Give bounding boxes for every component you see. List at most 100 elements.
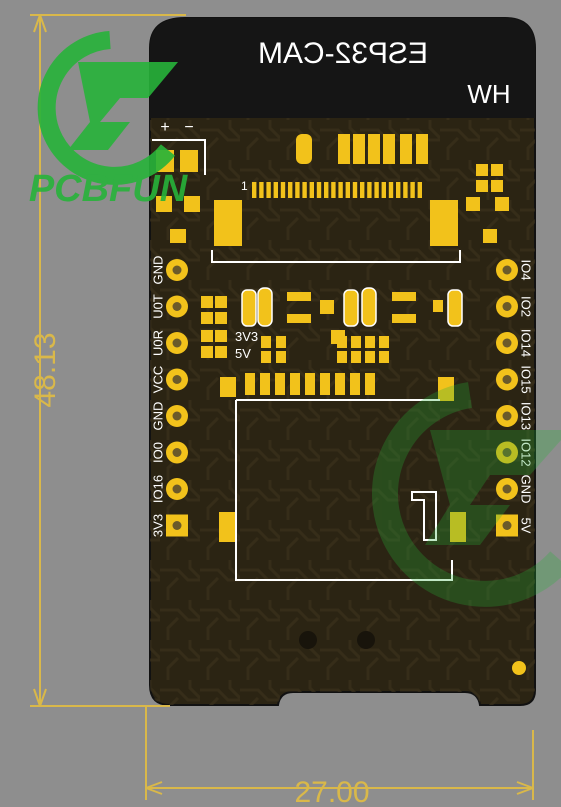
connector-pin	[302, 182, 307, 198]
watermark-logo-large	[372, 382, 561, 607]
silkscreen-outline	[152, 139, 206, 175]
brand-name: PCBFUN	[29, 168, 189, 210]
pad-block-left	[201, 296, 227, 358]
connector-pin	[252, 182, 257, 198]
pad-block-top-right	[476, 164, 503, 192]
connector-pin	[352, 182, 358, 198]
camera-area	[150, 18, 535, 118]
connector-pin	[324, 182, 329, 198]
connector-pin	[388, 182, 394, 198]
left-header-pin-label: U0R	[150, 330, 165, 356]
left-header-pin-label: IO16	[150, 475, 165, 503]
left-header-pin	[166, 478, 188, 500]
right-header-pin-label: IO4	[519, 260, 534, 281]
pad	[184, 196, 200, 212]
right-header-pin-label: IO13	[519, 402, 534, 430]
right-header-pin-label: IO14	[519, 329, 534, 357]
right-header-pin-label: IO15	[519, 365, 534, 393]
right-header-pin-label: GND	[519, 475, 534, 504]
left-header-pin-label: 3V3	[150, 514, 165, 537]
right-header-pin	[496, 332, 518, 354]
right-header-pin	[496, 478, 518, 500]
pad	[495, 197, 509, 211]
sd-pin	[305, 373, 315, 395]
left-header-pin	[166, 405, 188, 427]
dimension-width-label: 27.00	[294, 776, 369, 807]
connector-pin	[403, 182, 408, 198]
mounting-dot	[299, 631, 317, 649]
connector-pin	[396, 182, 401, 198]
logo-ring	[37, 31, 176, 185]
left-header-pin	[166, 295, 188, 318]
connector-pin	[331, 182, 336, 198]
connector-pin	[280, 182, 286, 198]
pad	[170, 229, 186, 243]
capacitor	[296, 134, 312, 164]
right-header-pin	[496, 514, 518, 537]
pad	[466, 197, 480, 211]
sd-card-slot	[219, 373, 466, 581]
connector-pin	[360, 182, 365, 198]
corner-label: HW	[467, 79, 511, 109]
left-header-pin	[166, 514, 188, 537]
brand-logo: PCBFUN	[29, 31, 189, 210]
sd-pin	[365, 373, 375, 395]
mounting-dot	[357, 631, 375, 649]
corner-label-group: HW	[467, 79, 511, 109]
sd-pin	[275, 373, 285, 395]
left-header-pin-label: IO0	[150, 442, 165, 463]
top-components	[156, 134, 509, 243]
sd-pin	[350, 373, 360, 395]
logo-mark	[68, 62, 178, 150]
connector-pin	[367, 182, 372, 198]
right-header-pin-label: IO2	[519, 296, 534, 317]
connector-pin	[316, 182, 322, 198]
pad	[156, 196, 172, 212]
left-header-pin-label: GND	[150, 256, 165, 285]
dimension-width	[145, 706, 534, 800]
connector-pin	[338, 182, 343, 198]
sd-pin	[290, 373, 300, 395]
mid-components: 3V3 5V	[201, 287, 463, 363]
right-header-pin	[496, 259, 518, 281]
fiducial-pad	[512, 661, 526, 675]
left-header-pin-label: GND	[150, 402, 165, 431]
connector-pin	[259, 182, 264, 198]
connector-pin	[417, 182, 422, 198]
fpc-connector: 1	[211, 179, 461, 263]
sd-pin	[335, 373, 345, 395]
sd-pin	[260, 373, 270, 395]
connector-pin	[309, 182, 314, 198]
right-pin-header: IO4IO2IO14IO15IO13IO12GND 5V	[496, 259, 534, 537]
board-title: ESP32-CAM	[258, 37, 428, 70]
sd-pin	[320, 373, 330, 395]
dimension-height	[30, 14, 186, 707]
right-header-pin	[496, 368, 518, 391]
power-label-3v3: 3V3	[235, 329, 258, 344]
connector-pin	[345, 182, 350, 198]
right-header-pin-label: IO12	[519, 438, 534, 466]
left-header-pin	[166, 368, 188, 391]
left-header-pin	[166, 441, 188, 464]
connector-pin	[410, 182, 415, 198]
right-header-pin	[496, 441, 518, 464]
left-header-pin	[166, 259, 188, 281]
connector-pin	[381, 182, 386, 198]
connector-pin	[266, 182, 271, 198]
connector-pin	[295, 182, 300, 198]
dimension-height-label: 48.13	[29, 332, 62, 407]
polarity-plus: +	[160, 119, 169, 136]
power-label-5v: 5V	[235, 346, 251, 361]
pad	[180, 150, 198, 172]
left-header-pin	[166, 332, 188, 354]
right-header-pin	[496, 405, 518, 427]
right-header-pin-label: 5V	[519, 518, 534, 534]
dimension-height-label-group: 48.13	[29, 332, 62, 407]
polarity-minus: −	[184, 119, 193, 136]
sd-pin	[245, 373, 255, 395]
board-title-group: ESP32-CAM	[258, 37, 428, 70]
left-header-pin-label: U0T	[150, 294, 165, 319]
connector-pin	[374, 182, 379, 198]
